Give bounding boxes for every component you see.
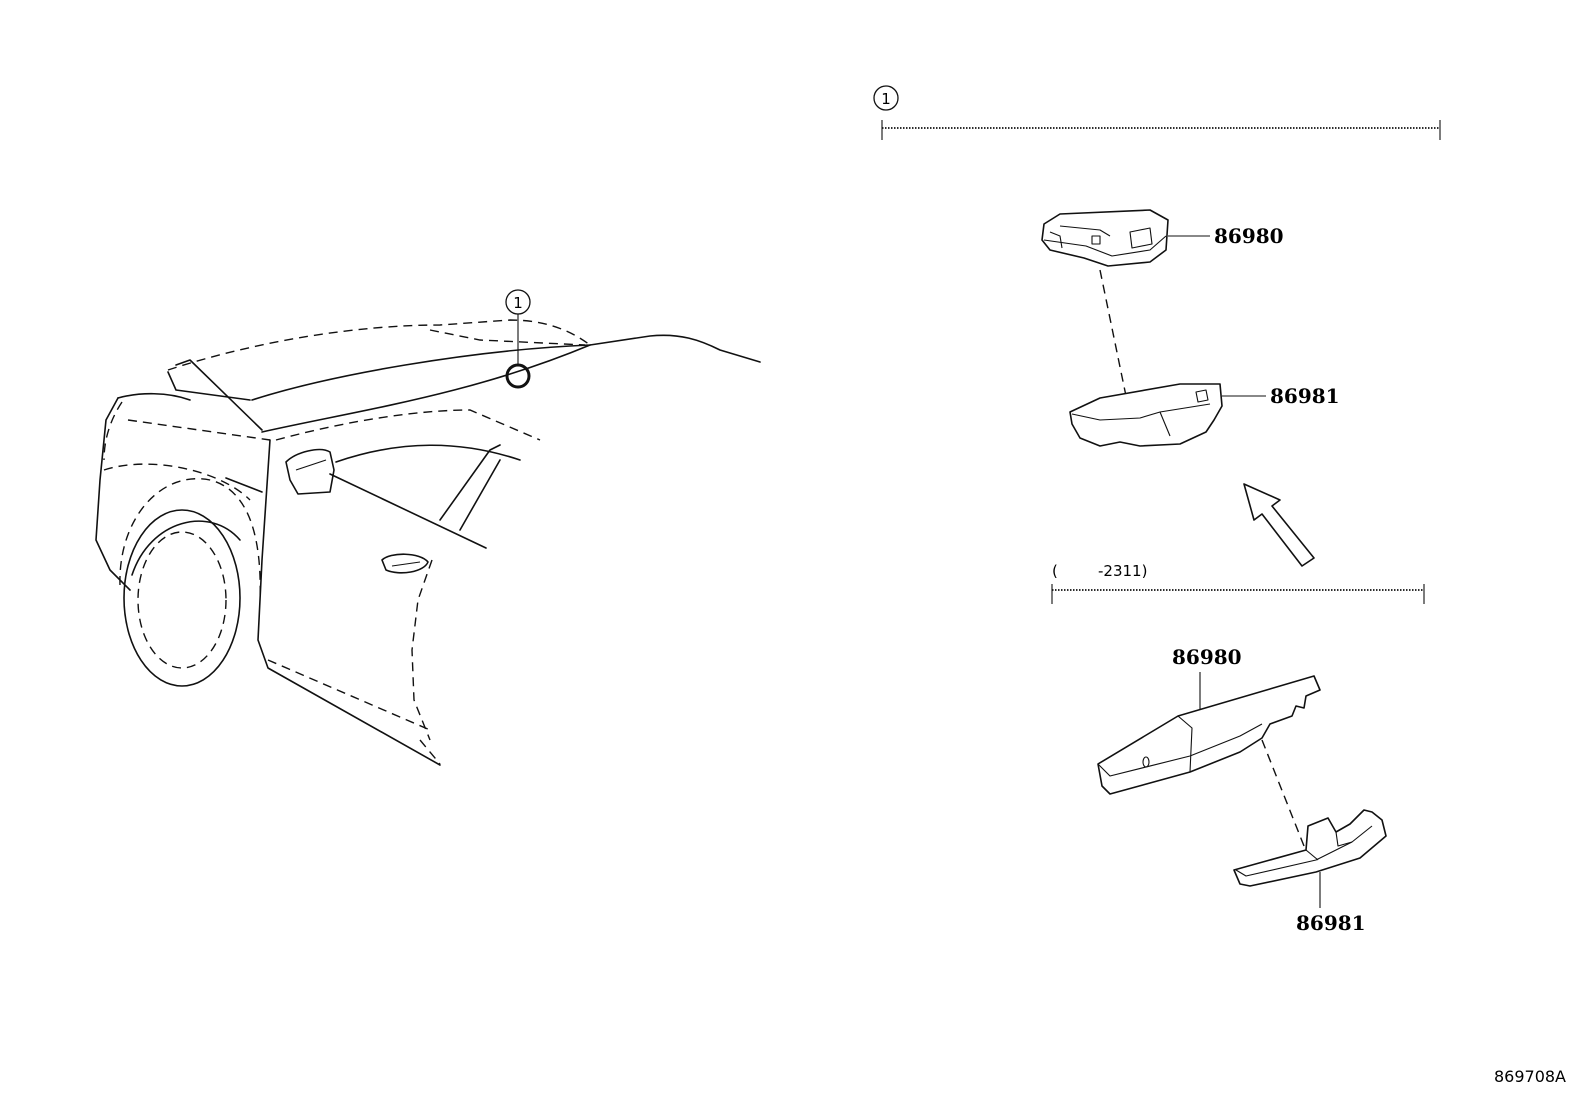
range-open-paren: ( xyxy=(1052,562,1058,580)
vehicle-illustration xyxy=(95,319,761,766)
range-label: -2311) xyxy=(1098,562,1147,580)
part-number-86981-upper: 86981 xyxy=(1270,384,1340,408)
group-callout-circle xyxy=(873,85,899,111)
relation-arrow xyxy=(1243,483,1315,567)
illustration-reference: 869708A xyxy=(1494,1067,1566,1086)
sensor-location-marker xyxy=(505,363,531,389)
callout-number: 1 xyxy=(513,294,523,312)
lower-group: ( -2311) 86980 86981 xyxy=(1051,562,1425,935)
bracket-part-upper xyxy=(1069,383,1223,447)
upper-group: 1 86980 86981 xyxy=(873,85,1441,447)
part-number-86980-upper: 86980 xyxy=(1214,224,1284,248)
sensor-part-upper xyxy=(1041,209,1169,267)
control-unit-part-lower xyxy=(1097,675,1321,795)
part-number-86980-lower: 86980 xyxy=(1172,645,1242,669)
bracket-part-lower xyxy=(1233,809,1387,887)
group-callout-number: 1 xyxy=(881,90,891,108)
part-number-86981-lower: 86981 xyxy=(1296,911,1366,935)
vehicle-callout: 1 xyxy=(505,289,531,389)
